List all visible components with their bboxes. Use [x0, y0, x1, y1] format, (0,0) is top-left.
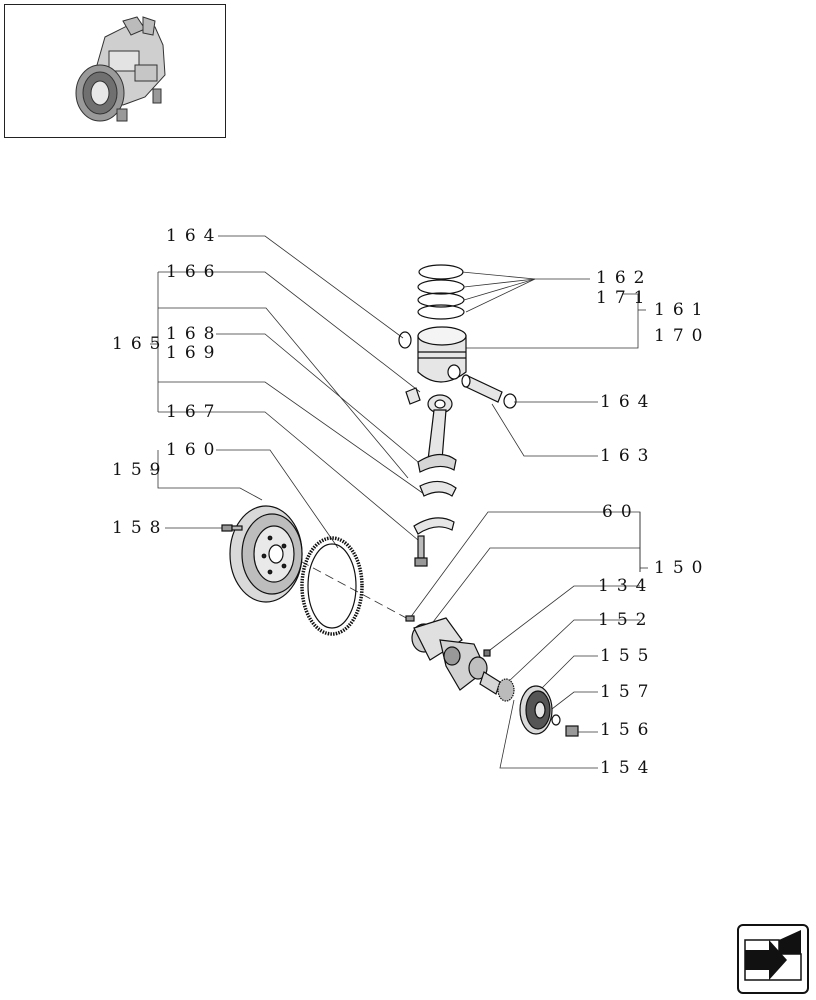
callout-150[interactable]: 150 [654, 558, 711, 578]
rod-bolt [414, 535, 428, 567]
engine-thumbnail-frame [4, 4, 226, 138]
leader-152 [507, 619, 640, 683]
leader-162-a [461, 271, 536, 280]
callout-167[interactable]: 167 [166, 402, 223, 422]
leader-165-top [158, 307, 409, 479]
piston-ring-1 [418, 264, 464, 280]
callout-170[interactable]: 170 [654, 326, 711, 346]
callout-166[interactable]: 166 [166, 262, 223, 282]
callout-165[interactable]: 165 [112, 334, 169, 354]
next-page-button[interactable] [737, 924, 809, 994]
callout-163[interactable]: 163 [600, 446, 657, 466]
pulley [519, 685, 553, 735]
callout-155[interactable]: 155 [600, 646, 657, 666]
callout-156[interactable]: 156 [600, 720, 657, 740]
crank-axis [275, 547, 411, 621]
piston-ring-2 [417, 279, 465, 295]
bearing-shell-lower [413, 517, 455, 535]
leader-150-line [429, 547, 640, 627]
callout-152[interactable]: 152 [598, 610, 655, 630]
leader-160 [216, 449, 339, 549]
callout-159[interactable]: 159 [112, 460, 169, 480]
flywheel-bolt [221, 524, 243, 532]
bearing-shell-upper [419, 480, 457, 497]
flywheel [229, 505, 303, 603]
leader-162-d [465, 278, 536, 313]
connecting-rod [417, 394, 457, 473]
crankshaft [411, 617, 501, 695]
engine-thumbnail-icon [75, 16, 166, 122]
leader-162-b [463, 278, 536, 288]
leader-166 [158, 271, 421, 393]
piston-ring-4 [417, 304, 465, 320]
callout-164-upper[interactable]: 164 [166, 226, 223, 246]
callout-60[interactable]: 60 [602, 502, 640, 522]
leader-164a [218, 235, 404, 339]
pulley-washer [551, 714, 561, 726]
leader-154 [499, 699, 598, 769]
leader-169 [158, 381, 425, 495]
piston-ring-3 [417, 292, 465, 308]
callout-158[interactable]: 158 [112, 518, 169, 538]
small-end-bushing [405, 387, 421, 405]
piston [417, 326, 467, 383]
leader-167 [158, 411, 419, 541]
pulley-bolt [565, 725, 579, 737]
dowel-pin [405, 615, 415, 622]
callout-154[interactable]: 154 [600, 758, 657, 778]
callout-134[interactable]: 134 [598, 576, 655, 596]
leader-163 [491, 403, 598, 457]
leader-157 [547, 691, 598, 713]
callout-171[interactable]: 171 [596, 288, 653, 308]
leader-161-bracket [466, 293, 639, 349]
leader-162-c [463, 278, 536, 301]
ring-gear [300, 536, 364, 636]
callout-162[interactable]: 162 [596, 268, 653, 288]
piston-pin [461, 374, 503, 403]
callout-164-right[interactable]: 164 [600, 392, 657, 412]
leader-159-bracket [157, 450, 263, 501]
crank-gear [497, 678, 515, 702]
woodruff-key [483, 649, 491, 657]
leader-134 [489, 585, 640, 651]
callout-169[interactable]: 169 [166, 343, 223, 363]
callout-161[interactable]: 161 [654, 300, 711, 320]
leader-155 [539, 655, 598, 691]
callout-157[interactable]: 157 [600, 682, 657, 702]
snap-ring-right [503, 393, 517, 409]
snap-ring-left [398, 331, 412, 349]
callout-168[interactable]: 168 [166, 324, 223, 344]
callout-160[interactable]: 160 [166, 440, 223, 460]
next-page-arrow-icon [744, 930, 802, 981]
leader-168 [216, 333, 419, 463]
